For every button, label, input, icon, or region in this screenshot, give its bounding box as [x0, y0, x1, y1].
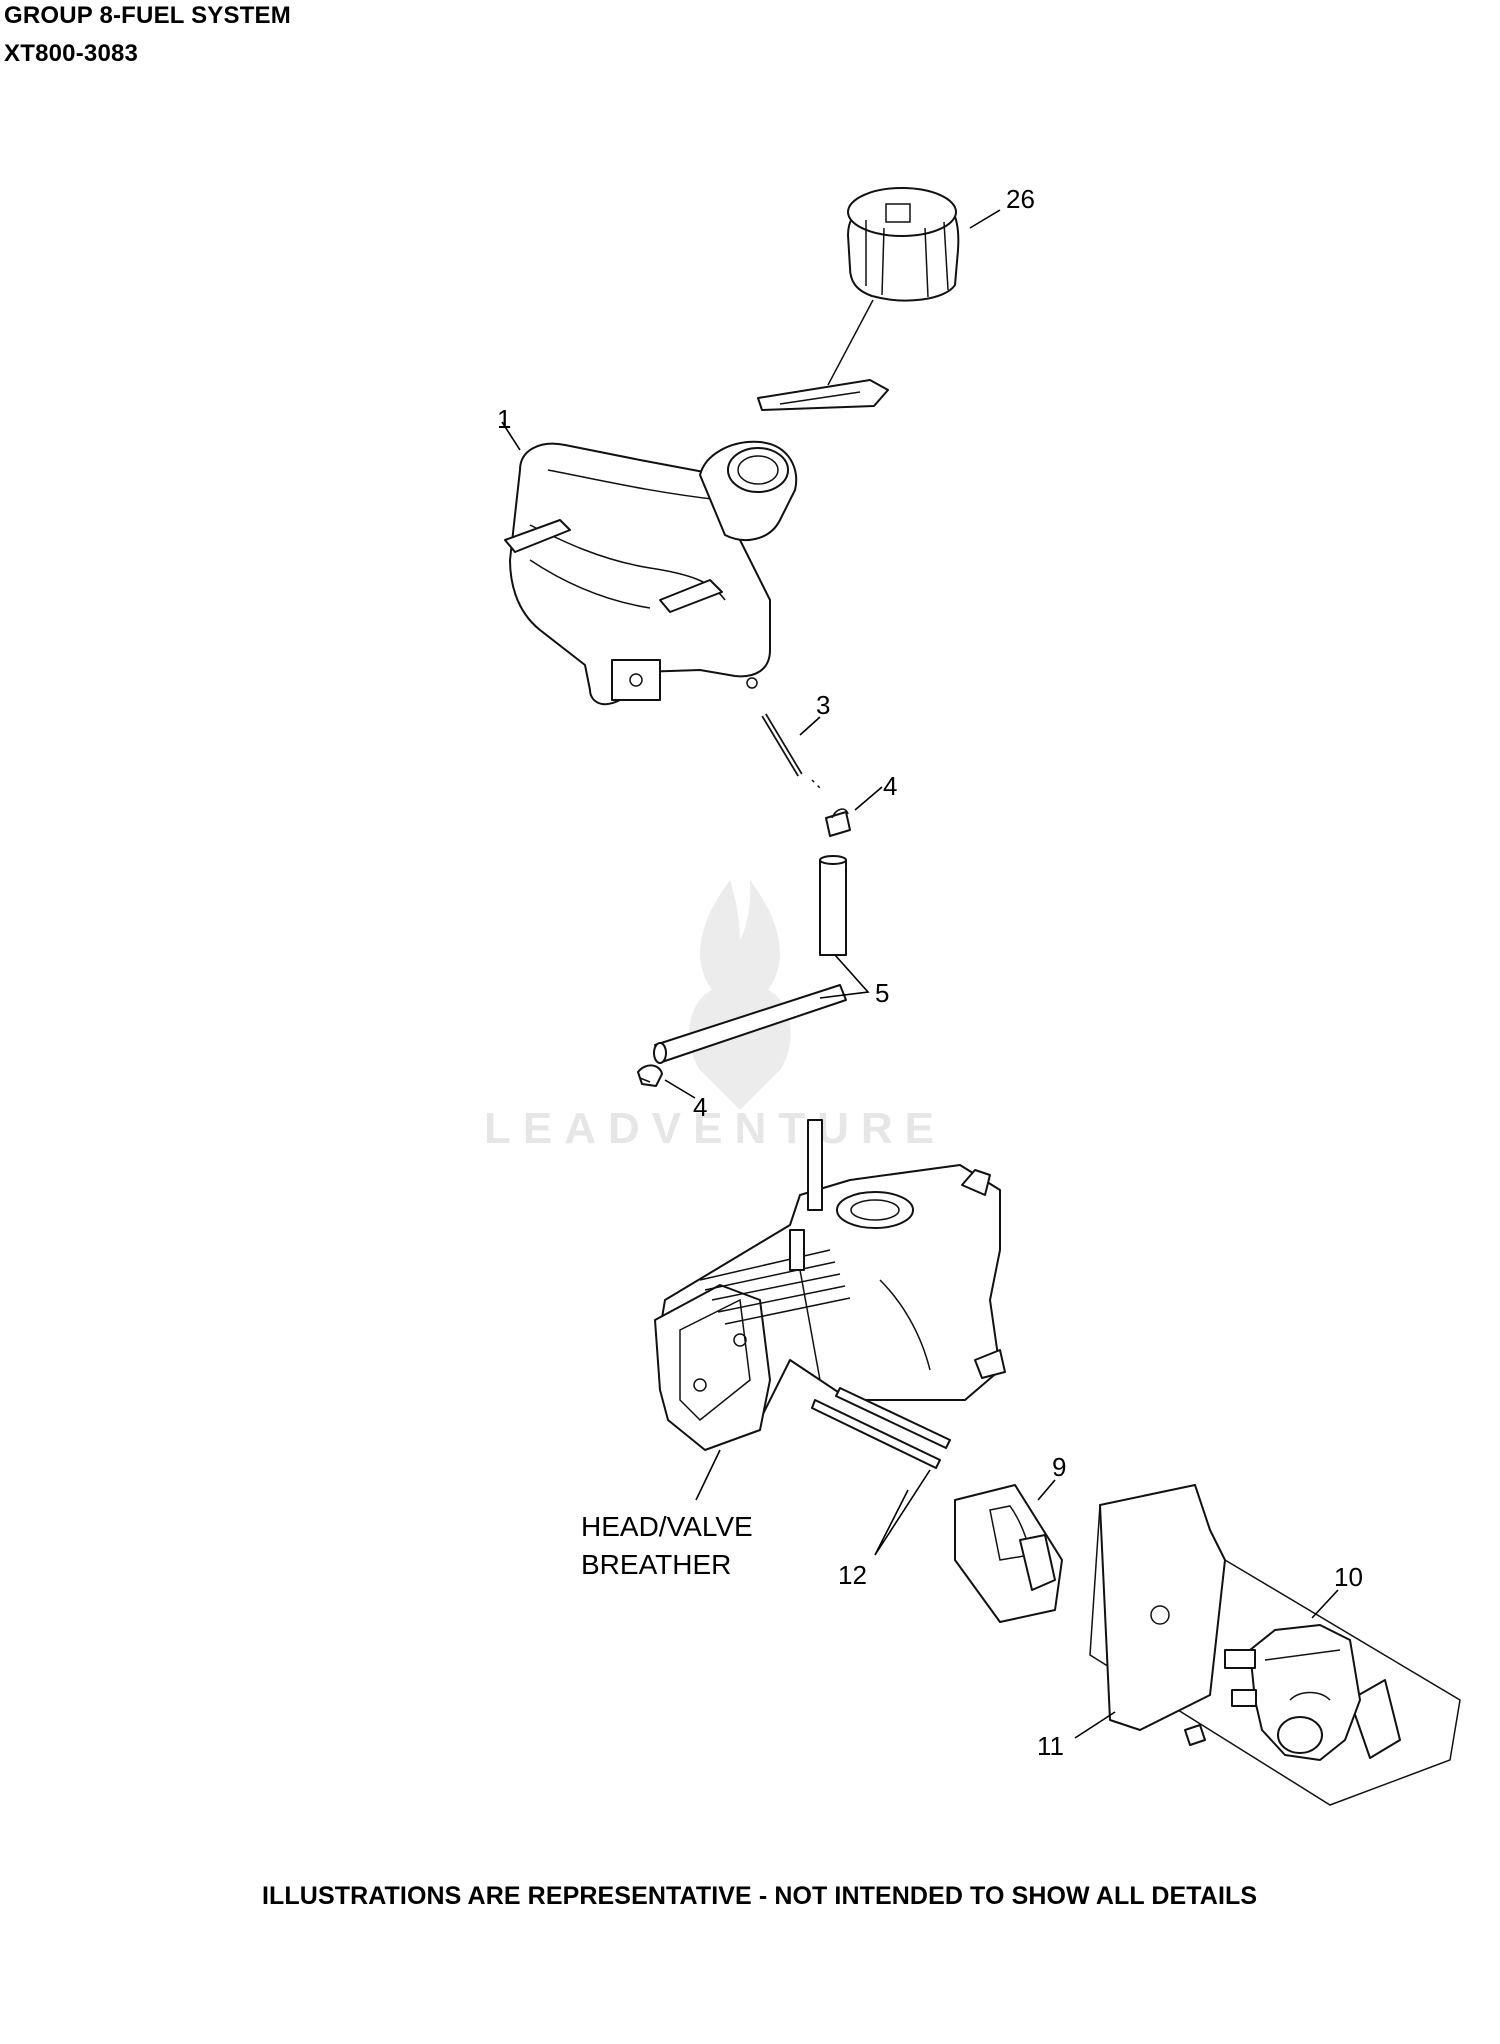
gasket-part[interactable] [954, 1484, 1063, 1623]
fuel-line-part[interactable] [653, 855, 847, 1064]
leader-3 [799, 716, 821, 736]
hose-clamp-part-upper[interactable] [825, 808, 851, 837]
leader-9 [1037, 1479, 1056, 1501]
callout-4-lower: 4 [693, 1092, 707, 1122]
disclaimer-footer: ILLUSTRATIONS ARE REPRESENTATIVE - NOT I… [262, 1882, 1258, 1910]
leader-headvalve [695, 1449, 721, 1501]
leader-26 [969, 209, 1001, 229]
group-title: GROUP 8-FUEL SYSTEM [4, 2, 291, 29]
callout-26: 26 [1006, 184, 1035, 214]
leader-11 [1074, 1711, 1116, 1739]
watermark: LEADVENTURE [484, 880, 946, 1153]
engine-block-part[interactable] [654, 1119, 1006, 1469]
leader-10 [1311, 1589, 1339, 1619]
leader-1 [501, 421, 521, 451]
fuel-tank-part[interactable] [504, 440, 798, 706]
callout-5: 5 [875, 978, 889, 1008]
leader-4a [854, 786, 883, 811]
fuel-cap-part[interactable] [757, 187, 960, 411]
leader-12 [874, 1469, 931, 1556]
callout-11: 11 [1037, 1731, 1064, 1761]
carburetor-part[interactable] [1224, 1624, 1361, 1761]
callout-10: 10 [1334, 1562, 1363, 1592]
leader-4b [664, 1079, 696, 1099]
hose-clamp-part-lower[interactable] [637, 1064, 663, 1087]
callout-12: 12 [838, 1560, 867, 1590]
callout-4-upper: 4 [883, 771, 897, 801]
fuel-outlet-part[interactable] [761, 713, 823, 791]
leader-5 [819, 954, 870, 999]
head-valve-label: HEAD/VALVE [581, 1511, 753, 1542]
gasket-kit-part[interactable] [1089, 1484, 1461, 1806]
breather-label: BREATHER [581, 1549, 731, 1580]
callout-3: 3 [816, 690, 830, 720]
callout-9: 9 [1052, 1452, 1066, 1482]
callout-leaders [501, 209, 1339, 1739]
watermark-flame-icon [689, 880, 791, 1110]
callout-1: 1 [497, 404, 511, 434]
model-number: XT800-3083 [4, 40, 139, 67]
watermark-text: LEADVENTURE [484, 1104, 946, 1153]
